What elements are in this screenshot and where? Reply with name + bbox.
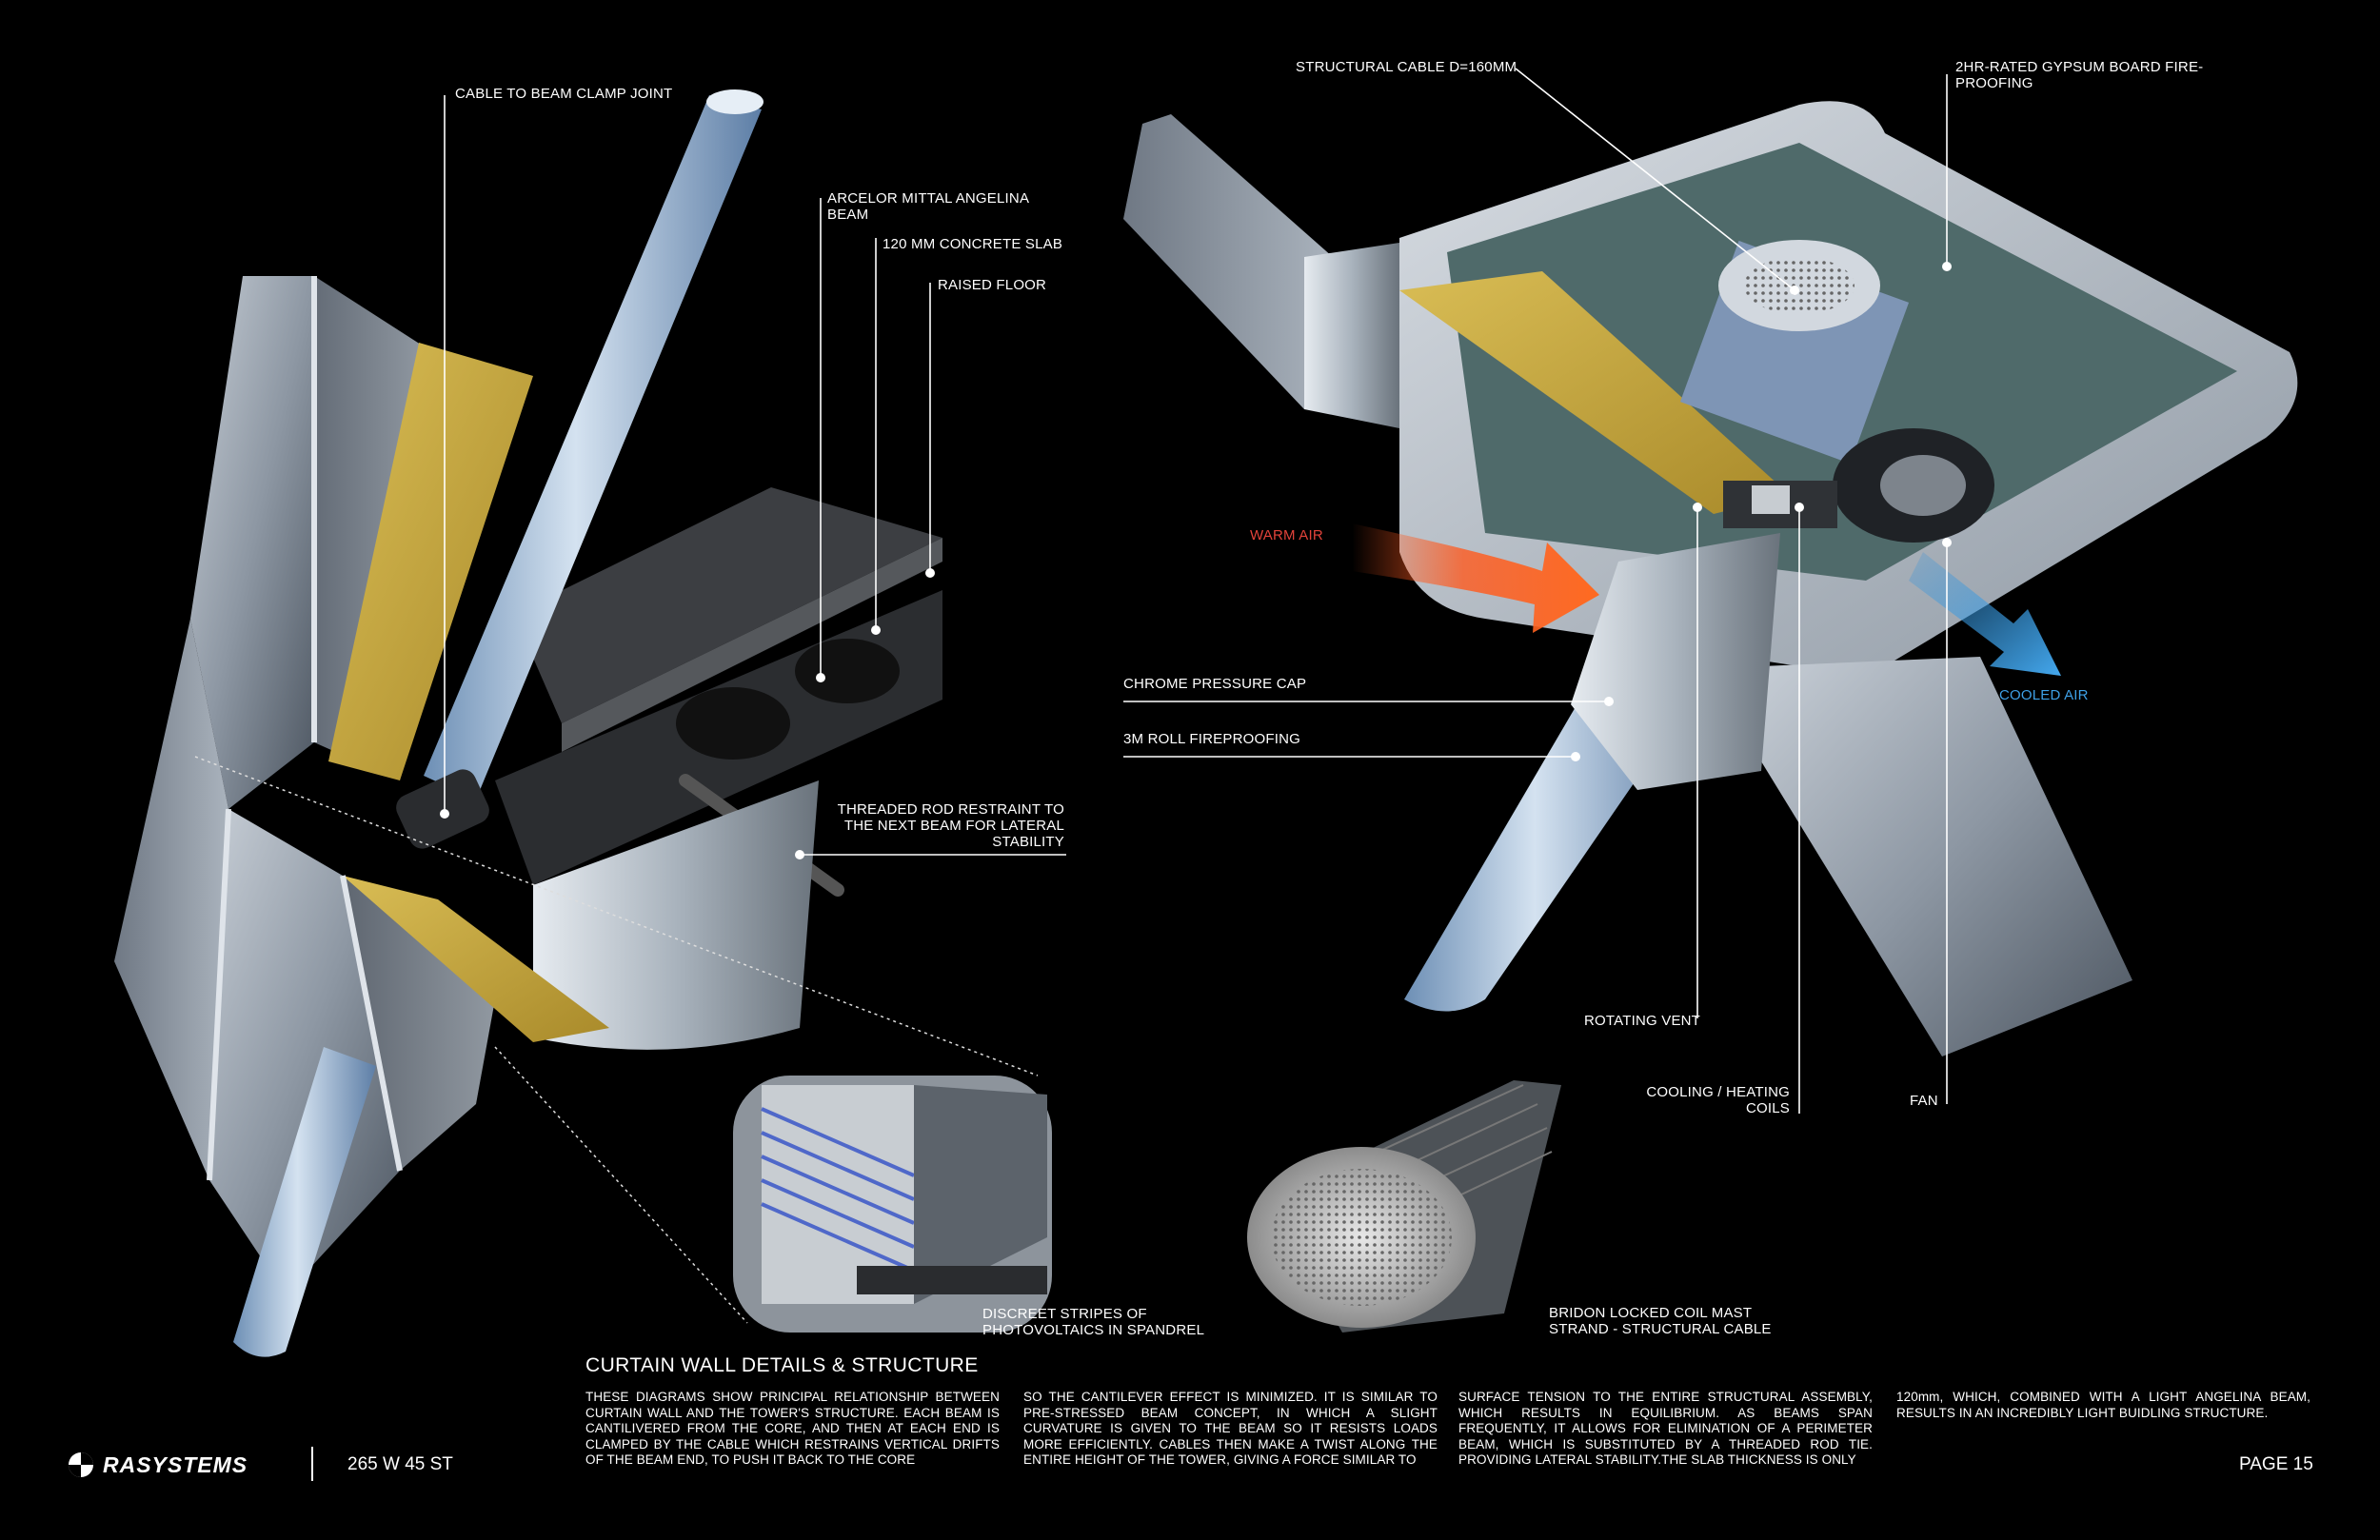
glass-panel [343, 876, 495, 1171]
label-cooled-air: COOLED AIR [1999, 687, 2089, 703]
label-structural-cable: STRUCTURAL CABLE D=160mm [1296, 59, 1517, 75]
label-warm-air: WARM AIR [1250, 527, 1323, 543]
label-concrete-slab: 120 MM CONCRETE SLAB [883, 236, 1063, 252]
label-chrome-cap: CHROME PRESSURE CAP [1123, 676, 1307, 692]
concrete-slab-edge [562, 538, 942, 752]
label-raised-floor: RAISED FLOOR [938, 277, 1047, 293]
structural-cable-left [424, 95, 762, 800]
cable-end-cap [706, 89, 764, 114]
beam-opening [676, 687, 790, 760]
label-gypsum: 2HR-RATED GYPSUM BOARD FIRE- PROOFING [1955, 59, 2204, 91]
logo-text: RASYSTEMS [103, 1452, 248, 1477]
left-callout-dots [440, 568, 935, 859]
company-logo: RASYSTEMS [67, 1451, 281, 1479]
label-fan: FAN [1910, 1093, 1938, 1109]
label-roll-fireproofing: 3M ROLL FIREPROOFING [1123, 731, 1300, 747]
glass-panel-right [1304, 243, 1399, 428]
left-callout-lines [444, 95, 1066, 856]
beam-opening [795, 639, 900, 703]
structural-cable-left-lower [233, 1047, 376, 1357]
pv-spandrel-inset [733, 1076, 1052, 1333]
label-cable-clamp: CABLE TO BEAM CLAMP JOINT [455, 86, 673, 102]
left-assembly [114, 89, 942, 1357]
right-callout-dots [1571, 262, 1952, 761]
mullion [207, 808, 231, 1181]
zoom-lines [194, 756, 1039, 1324]
chrome-pressure-cap [1571, 533, 1780, 790]
fan-rotor [1880, 455, 1966, 516]
label-coils: COOLING / HEATING COILS [1646, 1084, 1790, 1116]
soffit-panel [533, 780, 819, 1050]
paragraph-3: SURFACE TENSION TO THE ENTIRE STRUCTURAL… [1458, 1390, 1873, 1468]
raised-floor-slab [514, 487, 942, 723]
glass-panel [114, 619, 228, 1180]
warm-air-arrow [1352, 523, 1599, 633]
footer-divider [311, 1447, 313, 1481]
label-pv-stripes: DISCREET STRIPES OF PHOTOVOLTAICS IN SPA… [982, 1306, 1205, 1338]
bridon-cable-inset [1247, 1080, 1561, 1333]
label-angelina-beam: ARCELOR MITTAL ANGELINA BEAM [827, 190, 1030, 223]
project-name: 265 W 45 ST [347, 1454, 453, 1474]
label-rotating-vent: ROTATING VENT [1584, 1013, 1701, 1029]
paragraph-4: 120mm, WHICH, COMBINED WITH A LIGHT ANGE… [1896, 1390, 2311, 1420]
page-number: PAGE 15 [2239, 1454, 2313, 1474]
spandrel-insulation-right [1399, 271, 1790, 514]
label-threaded-rod: THREADED ROD RESTRAINT TO THE NEXT BEAM … [837, 801, 1064, 850]
paragraph-1: THESE DIAGRAMS SHOW PRINCIPAL RELATIONSH… [585, 1390, 1000, 1468]
glass-panel-right [1123, 114, 1333, 409]
section-heading: CURTAIN WALL DETAILS & STRUCTURE [585, 1354, 979, 1376]
glass-panel [190, 276, 314, 809]
right-assembly [1123, 101, 2298, 1056]
spandrel-insulation [328, 343, 533, 780]
right-callout-lines [1123, 68, 1948, 1114]
spandrel-insulation [343, 876, 609, 1042]
logo-mark-icon [69, 1452, 93, 1477]
label-bridon: BRIDON LOCKED COIL MAST STRAND - STRUCTU… [1549, 1305, 1772, 1337]
cable-clamp [396, 769, 489, 849]
mullion [340, 875, 403, 1172]
paragraph-2: SO THE CANTILEVER EFFECT IS MINIMIZED. I… [1023, 1390, 1438, 1468]
